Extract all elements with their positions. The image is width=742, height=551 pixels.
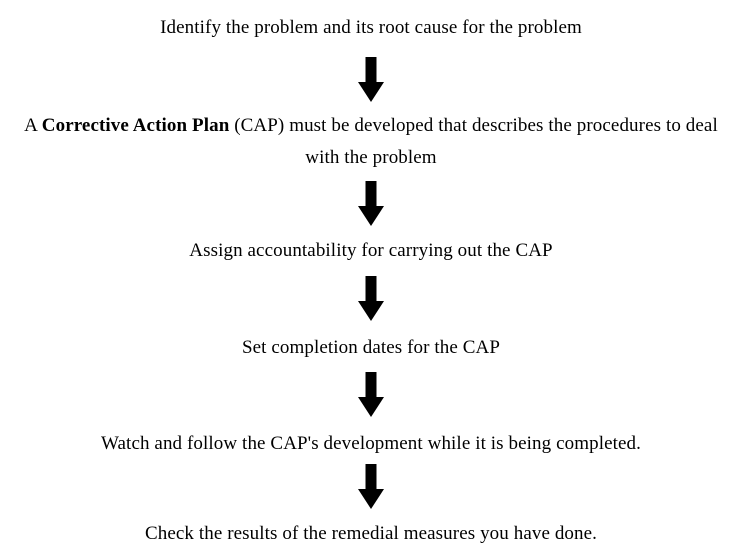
flowchart-connector-4 xyxy=(0,372,742,417)
flowchart-step-1: Identify the problem and its root cause … xyxy=(160,17,582,38)
flowchart-connector-3 xyxy=(0,276,742,321)
flowchart-step-4: Set completion dates for the CAP xyxy=(241,337,501,358)
flowchart-step-2-emphasis: Corrective Action Plan xyxy=(41,115,230,136)
flowchart-step-2-prefix: A xyxy=(24,115,42,136)
flowchart-step-5: Watch and follow the CAP's development w… xyxy=(101,433,641,454)
flowchart-step-6: Check the results of the remedial measur… xyxy=(144,523,598,544)
arrow-down-icon xyxy=(358,57,384,102)
arrow-down-icon xyxy=(358,181,384,226)
flowchart-step-2-suffix: (CAP) must be developed that describes t… xyxy=(229,115,718,168)
arrow-down-icon xyxy=(358,464,384,509)
flowchart-connector-2 xyxy=(0,181,742,226)
flowchart-step-3: Assign accountability for carrying out t… xyxy=(189,240,553,261)
flowchart-connector-1 xyxy=(0,57,742,102)
flowchart-step-2: A Corrective Action Plan (CAP) must be d… xyxy=(0,110,742,174)
flowchart-connector-5 xyxy=(0,464,742,509)
arrow-down-icon xyxy=(358,372,384,417)
arrow-down-icon xyxy=(358,276,384,321)
